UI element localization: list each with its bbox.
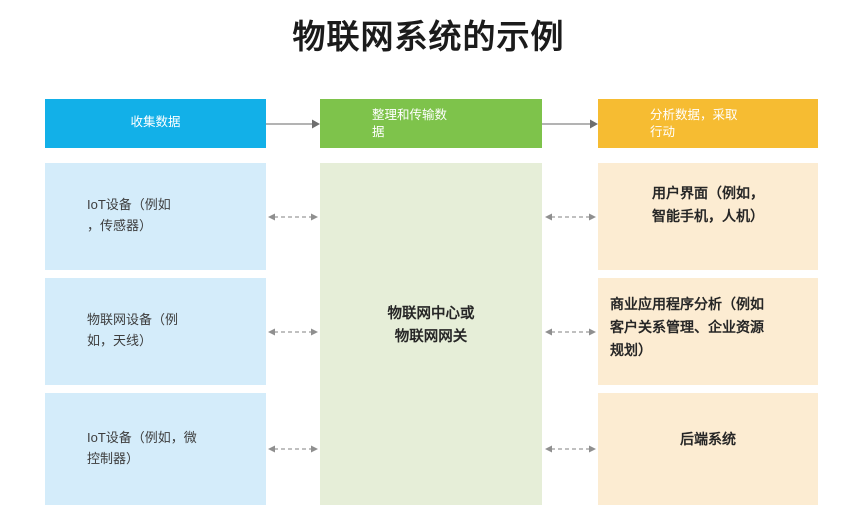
right-cell-2-label: 商业应用程序分析（例如 客户关系管理、企业资源 规划） (610, 296, 764, 358)
header-box-transmit (320, 99, 542, 148)
dashed-double-arrow-icon-right-2 (545, 326, 596, 338)
header-label-collect: 收集数据 (130, 115, 181, 129)
left-cell-2 (45, 278, 266, 385)
dashed-double-arrow-icon-left-2 (268, 326, 318, 338)
page-title: 物联网系统的示例 (292, 18, 565, 55)
dashed-double-arrow-icon-right-1 (545, 211, 596, 223)
left-cell-2-label: 物联网设备（例 如，天线） (87, 312, 179, 348)
header-label-transmit: 整理和传输数 据 (372, 108, 448, 139)
dashed-double-arrow-icon-right-3 (545, 443, 596, 455)
dashed-double-arrow-icon-left-1 (268, 211, 318, 223)
left-cell-1-label: IoT设备（例如 ，传感器） (87, 197, 171, 233)
right-cell-3 (598, 393, 818, 505)
right-cell-1-label: 用户界面（例如， 智能手机，人机） (652, 185, 764, 224)
left-cell-3-label: IoT设备（例如，微 控制器） (87, 430, 197, 466)
right-cell-3-label: 后端系统 (680, 431, 736, 447)
dashed-double-arrow-icon-left-3 (268, 443, 318, 455)
header-box-analyze (598, 99, 818, 148)
arrow-right-icon-transmit-to-analyze (542, 118, 598, 130)
header-label-analyze: 分析数据，采取 行动 (650, 108, 738, 139)
arrow-right-icon-collect-to-transmit (266, 118, 320, 130)
right-cell-1 (598, 163, 818, 270)
middle-box-hub (320, 163, 542, 505)
left-cell-1 (45, 163, 266, 270)
header-box-collect (45, 99, 266, 148)
left-cell-3 (45, 393, 266, 505)
middle-box-label: 物联网中心或 物联网网关 (387, 306, 475, 345)
right-cell-2 (598, 278, 818, 385)
